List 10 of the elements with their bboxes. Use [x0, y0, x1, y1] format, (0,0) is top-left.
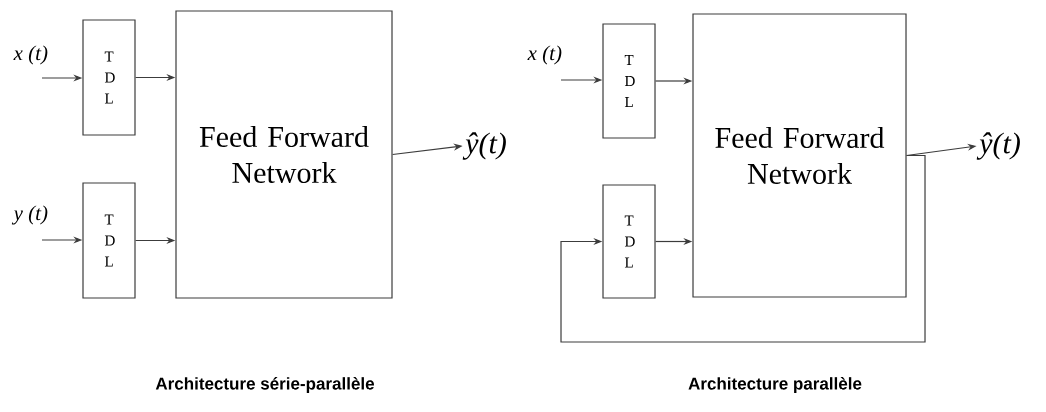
- input-label: x (t): [527, 45, 562, 65]
- caption: Architecture série-parallèle: [155, 377, 374, 393]
- network-box: Feed Forward Network: [175, 10, 393, 299]
- input-label: x (t): [13, 45, 48, 65]
- arrow: [560, 154, 926, 343]
- input-label: y (t): [11, 205, 48, 225]
- caption: Architecture parallèle: [688, 377, 862, 393]
- output-label: ŷ(t): [462, 132, 506, 160]
- output-label: ŷ(t): [976, 132, 1020, 160]
- network-box: Feed Forward Network: [692, 13, 907, 298]
